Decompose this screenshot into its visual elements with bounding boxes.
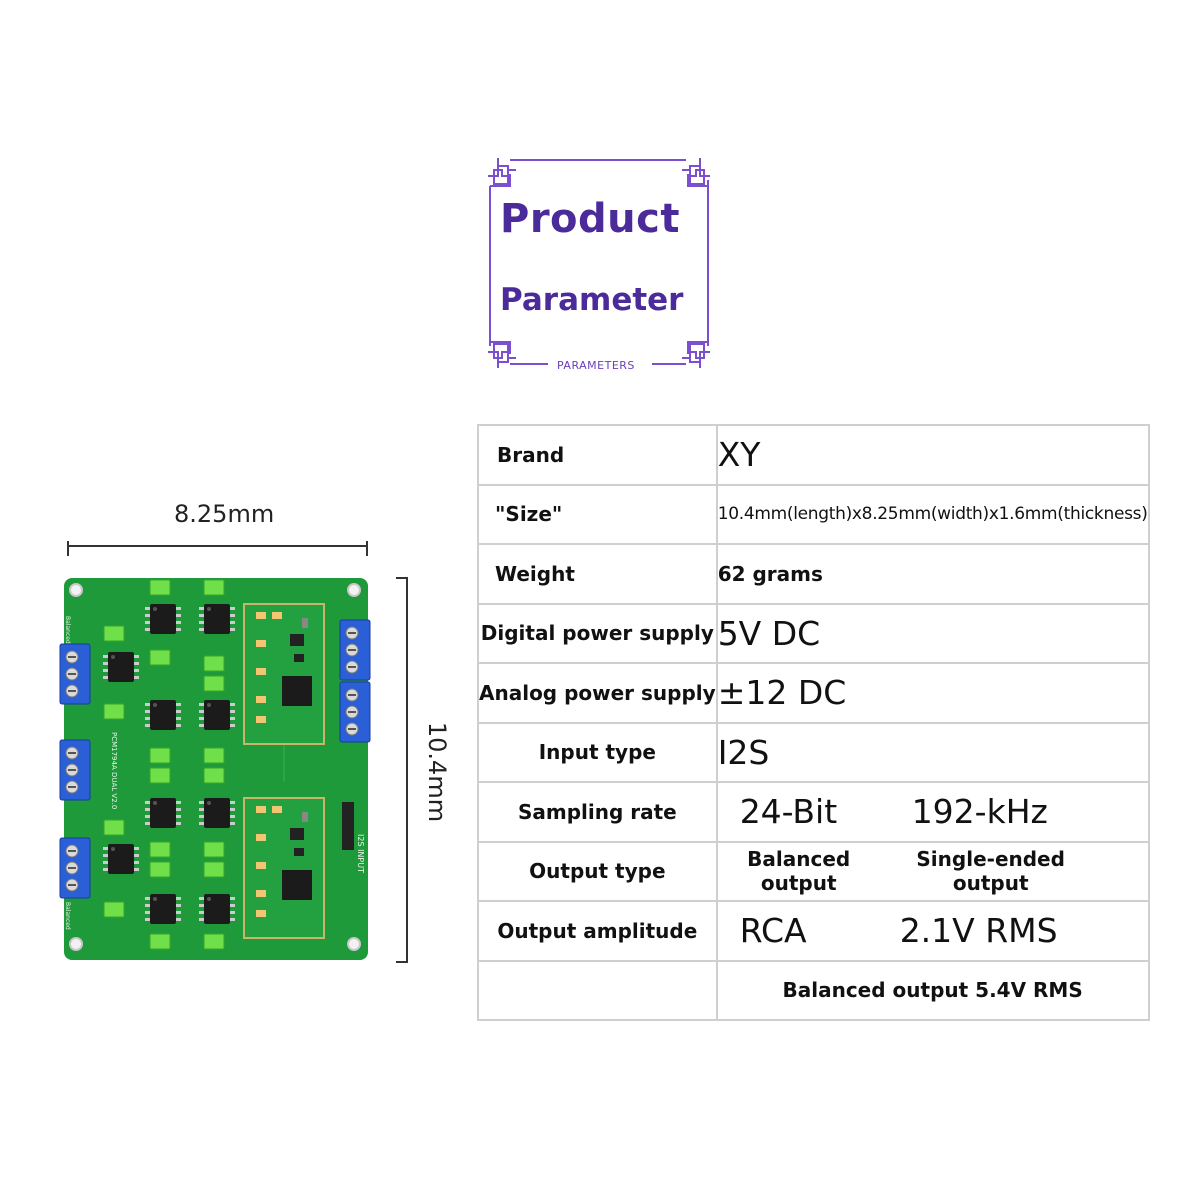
- table-row-weight: Weight 62 grams: [477, 543, 1150, 605]
- digital-power-value: 5V DC: [715, 602, 1150, 664]
- balanced-amplitude-value: Balanced output 5.4V RMS: [715, 959, 1150, 1021]
- table-row-output-amplitude: Output amplitude RCA 2.1V RMS: [477, 900, 1150, 962]
- balanced-amplitude-key: [477, 959, 718, 1021]
- sampling-bit-depth: 24-Bit: [739, 792, 838, 832]
- output-amplitude-rms: 2.1V RMS: [899, 911, 1058, 951]
- sampling-frequency: 192-kHz: [911, 792, 1048, 832]
- header-subtitle: PARAMETERS: [557, 359, 635, 372]
- analog-power-value: ±12 DC: [715, 662, 1150, 724]
- size-key: "Size": [477, 483, 718, 545]
- width-dimension-label: 8.25mm: [174, 500, 275, 528]
- input-type-key: Input type: [477, 721, 718, 783]
- output-type-key: Output type: [477, 840, 718, 902]
- header-title-parameter: Parameter: [500, 282, 684, 318]
- brand-value: XY: [715, 424, 1150, 486]
- input-type-value: I2S: [715, 721, 1150, 783]
- parameter-table: Brand XY "Size" 10.4mm(length)x8.25mm(wi…: [477, 424, 1150, 1021]
- product-parameter-header: Product Parameter PARAMETERS: [486, 156, 712, 372]
- output-type-single-ended: Single-ended output: [916, 847, 1065, 896]
- table-row-size: "Size" 10.4mm(length)x8.25mm(width)x1.6m…: [477, 483, 1150, 545]
- size-value: 10.4mm(length)x8.25mm(width)x1.6mm(thick…: [715, 483, 1150, 545]
- table-row-sampling-rate: Sampling rate 24-Bit 192-kHz: [477, 781, 1150, 843]
- table-row-brand: Brand XY: [477, 424, 1150, 486]
- pcb-board-image: PCM1794A DUAL V2.0 I2S INPUT Balanced Ba…: [58, 572, 374, 968]
- board-i2s-label: I2S INPUT: [356, 834, 365, 873]
- weight-key: Weight: [477, 543, 718, 605]
- brand-key: Brand: [477, 424, 718, 486]
- digital-power-key: Digital power supply: [477, 602, 718, 664]
- output-amplitude-key: Output amplitude: [477, 900, 718, 962]
- output-type-balanced: Balanced output: [747, 847, 851, 896]
- analog-power-key: Analog power supply: [477, 662, 718, 724]
- table-row-digital-power: Digital power supply 5V DC: [477, 602, 1150, 664]
- table-row-input-type: Input type I2S: [477, 721, 1150, 783]
- output-amplitude-rca: RCA: [739, 911, 807, 951]
- header-title-product: Product: [500, 196, 680, 242]
- weight-value: 62 grams: [715, 543, 1150, 605]
- table-row-balanced-amplitude: Balanced output 5.4V RMS: [477, 959, 1150, 1021]
- board-balanced-label-bottom: Balanced: [64, 902, 71, 930]
- table-row-analog-power: Analog power supply ±12 DC: [477, 662, 1150, 724]
- table-row-output-type: Output type Balanced output Single-ended…: [477, 840, 1150, 902]
- dimension-lines: [67, 541, 408, 963]
- decorative-frame: [488, 158, 710, 368]
- board-balanced-label-top: Balanced: [64, 616, 71, 644]
- board-model-label: PCM1794A DUAL V2.0: [110, 732, 118, 809]
- sampling-rate-key: Sampling rate: [477, 781, 718, 843]
- length-dimension-label: 10.4mm: [423, 721, 451, 823]
